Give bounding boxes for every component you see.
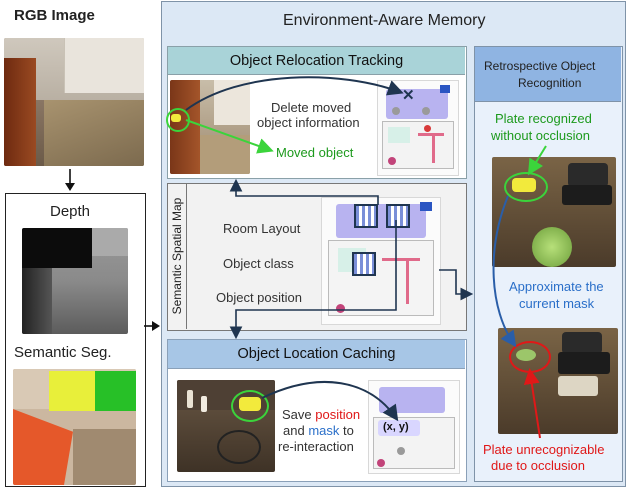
unrecog-line1: Plate unrecognizable [483, 442, 605, 457]
semantic-image [13, 369, 136, 485]
approximate-mask-arrow [492, 195, 517, 348]
moved-object-marker [166, 108, 190, 132]
spatial-map-divider [186, 184, 187, 329]
occluded-plate-icon [516, 349, 536, 361]
position-highlight: position [315, 407, 361, 422]
spatial-item-room-layout: Room Layout [223, 221, 301, 236]
coord-label: (x, y) [383, 421, 409, 433]
retro-title-line2: Recognition [518, 76, 582, 90]
map-to-caching-arrow [229, 220, 397, 340]
delete-x-icon: ✕ [402, 87, 415, 104]
recognized-arrow [527, 145, 547, 176]
recognized-plate-icon [512, 178, 536, 192]
unrecog-line2: due to occlusion [491, 458, 585, 473]
relocation-title: Object Relocation Tracking [168, 47, 465, 75]
spatial-item-object-position: Object position [216, 290, 302, 305]
recognized-plate-marker [504, 172, 548, 202]
caching-text-line1: Save position [282, 407, 361, 422]
delete-text-line2: object information [257, 115, 360, 130]
map-to-relocation-arrow [229, 178, 379, 205]
memory-title: Environment-Aware Memory [283, 12, 486, 29]
recognized-line2: without occlusion [491, 128, 590, 143]
spatial-item-object-class: Object class [223, 256, 294, 271]
spatial-map [321, 197, 441, 325]
coord-badge [378, 420, 420, 436]
approx-line1: Approximate the [509, 279, 604, 294]
retro-header-bg [475, 47, 621, 102]
caching-text-line2: and mask to [283, 423, 354, 438]
caching-target-marker [231, 390, 269, 422]
rgb-image [4, 38, 144, 166]
depth-image [22, 228, 128, 334]
rgb-title: RGB Image [14, 7, 95, 24]
caching-object-icon [239, 397, 261, 411]
moved-object-label: Moved object [276, 145, 354, 160]
map-to-retro-arrow [439, 269, 474, 301]
caching-text-line3: re-interaction [278, 439, 354, 454]
semantic-title: Semantic Seg. [14, 344, 112, 361]
unrecognizable-arrow [523, 368, 541, 439]
caching-title: Object Location Caching [168, 340, 465, 369]
retro-title-line1: Retrospective Object [484, 59, 596, 73]
delete-text-line1: Delete moved [271, 100, 352, 115]
approx-line2: current mask [519, 296, 595, 311]
relocation-map [377, 80, 459, 176]
moved-object-arrow [185, 119, 274, 154]
mask-highlight: mask [308, 423, 340, 438]
depth-title: Depth [50, 203, 91, 220]
relocation-arc-arrow [185, 76, 404, 111]
caching-arc-arrow [261, 380, 399, 422]
recognized-line1: Plate recognized [495, 111, 592, 126]
moved-object-icon [171, 114, 181, 122]
